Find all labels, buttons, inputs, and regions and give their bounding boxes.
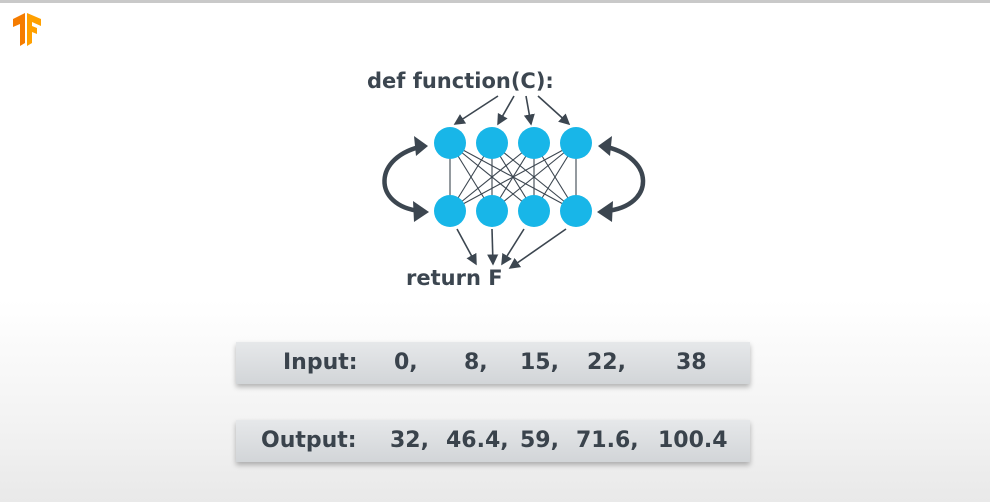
output-value: 71.6,: [576, 428, 639, 453]
top-layer-nodes: [434, 127, 592, 159]
output-arrows: [456, 228, 567, 269]
return-label: return F: [406, 266, 503, 290]
node: [476, 195, 508, 227]
output-row: Output: 32, 46.4, 59, 71.6, 100.4: [236, 420, 750, 462]
node: [518, 127, 550, 159]
output-value: 46.4,: [446, 428, 509, 453]
output-value: 32,: [390, 428, 429, 453]
input-arrows: [453, 95, 571, 126]
node: [518, 195, 550, 227]
right-loop-arrow: [601, 143, 646, 214]
node: [560, 127, 592, 159]
node-connections: [449, 142, 577, 212]
node: [434, 195, 466, 227]
node: [560, 195, 592, 227]
output-value: 59,: [520, 428, 559, 453]
left-loop-arrow: [382, 143, 425, 214]
function-label: def function(C):: [367, 69, 554, 93]
node: [476, 127, 508, 159]
tensorflow-logo-icon: [10, 12, 44, 46]
input-value: 0,: [394, 350, 418, 375]
input-value: 8,: [464, 350, 488, 375]
output-label: Output:: [261, 428, 357, 453]
bottom-layer-nodes: [434, 195, 592, 227]
input-value: 38: [676, 350, 707, 375]
input-row: Input: 0, 8, 15, 22, 38: [236, 342, 750, 384]
input-label: Input:: [283, 350, 358, 375]
top-border: [0, 0, 990, 3]
input-value: 15,: [520, 350, 559, 375]
output-value: 100.4: [658, 428, 728, 453]
input-value: 22,: [587, 350, 626, 375]
node: [434, 127, 466, 159]
